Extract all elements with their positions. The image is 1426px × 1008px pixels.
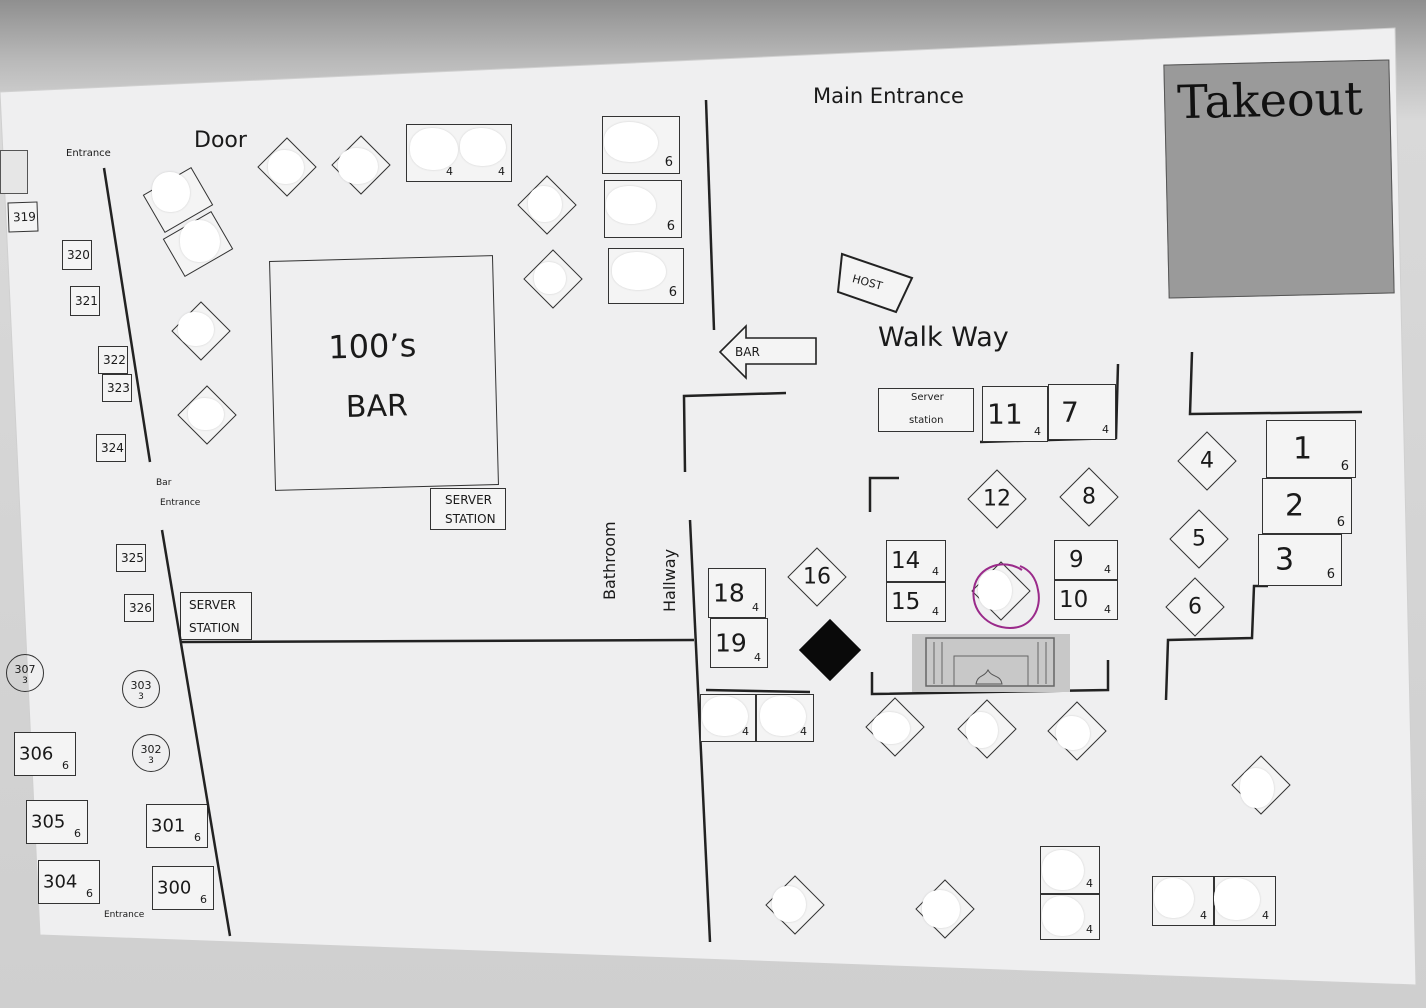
table-325: 325 — [116, 544, 146, 572]
server-station-left: SERVER STATION — [180, 592, 252, 640]
redaction-blob — [1056, 716, 1090, 750]
redaction-blob — [152, 172, 190, 212]
redaction-blob — [460, 128, 506, 166]
redaction-blob — [760, 696, 806, 736]
bar-entrance-label-2: Entrance — [160, 498, 201, 508]
redaction-blob — [702, 696, 748, 736]
entrance-label-bottom: Entrance — [104, 910, 145, 920]
redaction-blob — [772, 886, 806, 922]
redaction-blob — [268, 150, 304, 184]
redaction-blob — [872, 712, 910, 744]
redaction-blob — [180, 220, 220, 262]
hallway-label: Hallway — [660, 548, 679, 612]
redaction-blob — [1042, 850, 1084, 890]
redaction-blob — [1154, 878, 1194, 918]
bar-arrow-label: BAR — [735, 345, 760, 359]
redaction-blob — [178, 312, 214, 346]
table-324: 324 — [96, 434, 126, 462]
circle-mark — [972, 563, 1040, 630]
bathroom-label: Bathroom — [600, 521, 619, 600]
redaction-blob — [966, 712, 998, 748]
redaction-blob — [528, 186, 562, 222]
walk-way-label: Walk Way — [878, 322, 1009, 353]
redaction-blob — [410, 128, 458, 170]
table-321: 321 — [70, 286, 100, 316]
redaction-blob — [338, 148, 378, 184]
redaction-blob — [1042, 896, 1084, 936]
partial-box-top-left — [0, 150, 28, 194]
fireplace-icon — [912, 634, 1070, 692]
table-322: 322 — [98, 346, 128, 374]
redaction-blob — [1214, 878, 1260, 920]
entrance-label-top: Entrance — [66, 148, 111, 159]
redaction-blob — [922, 890, 960, 928]
redaction-blob — [534, 262, 566, 294]
door-label: Door — [194, 128, 247, 153]
redaction-blob — [1240, 768, 1274, 808]
redaction-blob — [604, 122, 658, 162]
table-323: 323 — [102, 374, 132, 402]
main-entrance-label: Main Entrance — [813, 84, 964, 108]
bar-entrance-label-1: Bar — [156, 478, 172, 488]
table-320: 320 — [62, 240, 92, 270]
redaction-blob — [978, 570, 1012, 610]
redaction-blob — [612, 252, 666, 290]
redaction-blob — [188, 398, 224, 430]
server-station-small: Server station — [878, 388, 974, 432]
redaction-blob — [606, 186, 656, 224]
server-station-bar: SERVER STATION — [430, 488, 506, 530]
table-326: 326 — [124, 594, 154, 622]
